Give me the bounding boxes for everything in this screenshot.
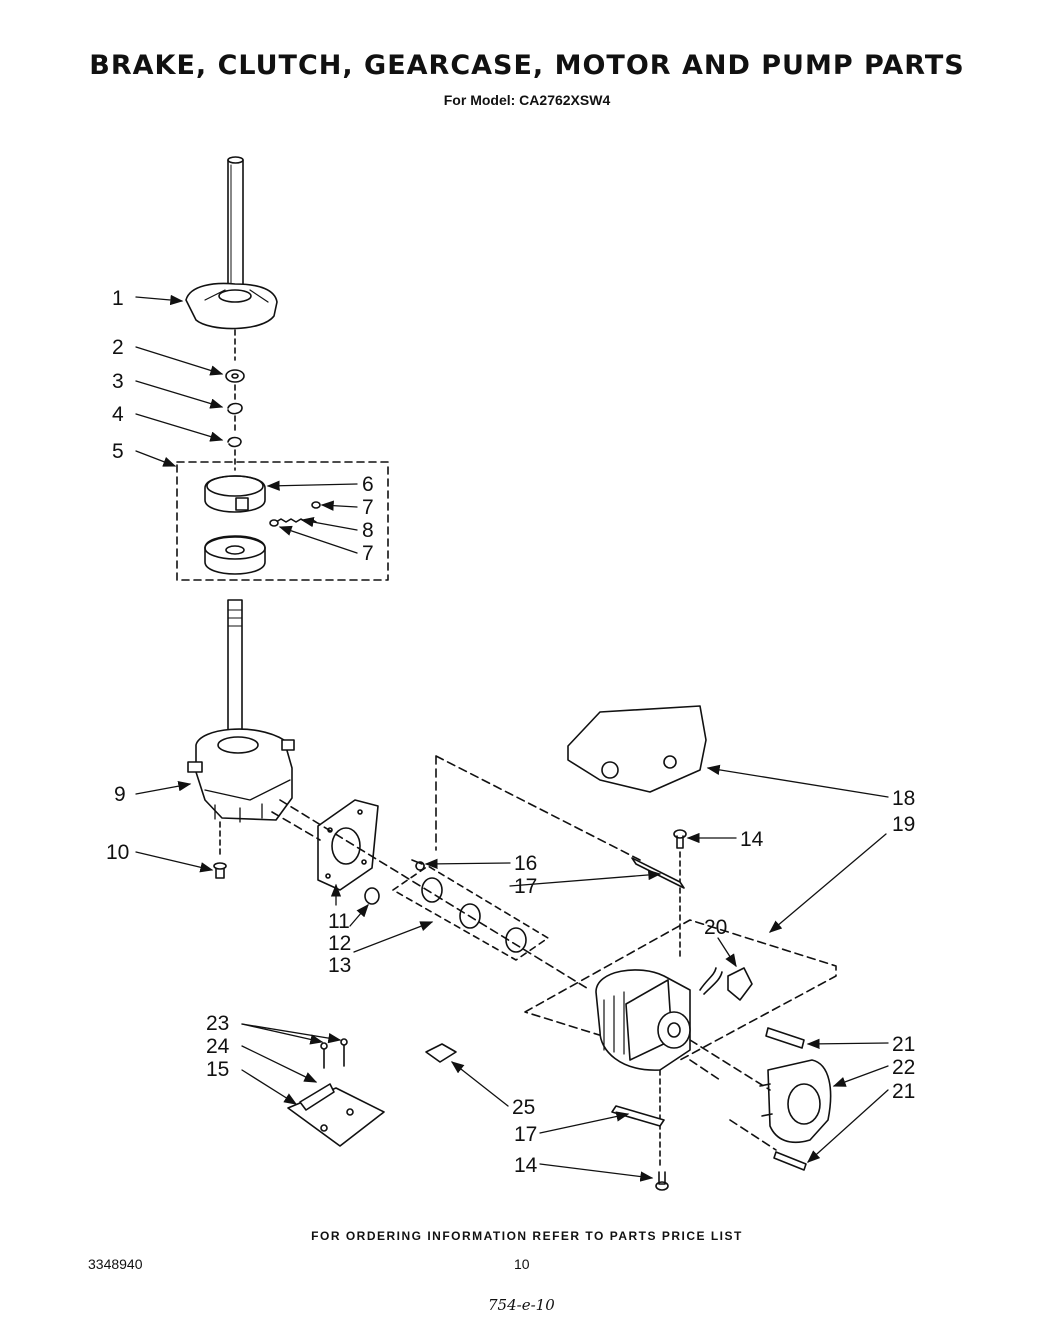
callout-22: 22 — [892, 1056, 915, 1079]
part-17-strap-top — [631, 857, 685, 889]
page-title: BRAKE, CLUTCH, GEARCASE, MOTOR AND PUMP … — [89, 50, 965, 81]
callout-25: 25 — [512, 1096, 535, 1119]
callout-14b: 14 — [514, 1154, 538, 1177]
part-21-clip-bottom — [773, 1151, 807, 1171]
callout-3: 3 — [112, 370, 124, 393]
part-4-clip — [227, 436, 242, 448]
part-1-brake-housing — [185, 282, 278, 361]
part-17-strap-bottom — [611, 1105, 665, 1127]
callout-19: 19 — [892, 813, 915, 836]
callout-12: 12 — [328, 932, 351, 955]
part-25-block — [425, 1043, 457, 1063]
callout-21b: 21 — [892, 1080, 915, 1103]
document-number: 3348940 — [88, 1256, 143, 1272]
part-20-switch — [727, 967, 753, 1001]
callout-6: 6 — [362, 473, 374, 496]
callout-4: 4 — [112, 403, 124, 426]
callout-14a: 14 — [740, 828, 764, 851]
callout-13: 13 — [328, 954, 351, 977]
part-6-brake-band — [204, 475, 266, 513]
callout-23: 23 — [206, 1012, 229, 1035]
callout-17b: 17 — [514, 1123, 537, 1146]
part-3-retainer — [227, 402, 243, 415]
callout-1: 1 — [112, 287, 124, 310]
callout-9: 9 — [114, 783, 126, 806]
part-9-gearcase — [187, 728, 295, 857]
part-19-motor — [595, 967, 723, 1071]
part-21-clip-top — [765, 1027, 805, 1049]
callout-21a: 21 — [892, 1033, 915, 1056]
part-16-screw — [411, 859, 425, 871]
part-2-washer — [225, 369, 245, 383]
handwritten-note: 754-e-10 — [488, 1296, 555, 1314]
callout-7a: 7 — [362, 496, 374, 519]
callout-17a: 17 — [514, 875, 537, 898]
part-18-shield — [567, 705, 707, 793]
callout-2: 2 — [112, 336, 124, 359]
callout-11: 11 — [328, 910, 350, 933]
clutch-drum — [204, 535, 266, 575]
part-15-bracket — [287, 1083, 385, 1147]
part-19-motor-box — [524, 919, 837, 1061]
part-23-screws — [320, 1038, 348, 1069]
shaft-lower — [227, 599, 243, 741]
callout-18: 18 — [892, 787, 915, 810]
page-number: 10 — [514, 1256, 530, 1272]
part-12-bushing — [364, 887, 380, 905]
callout-20: 20 — [704, 916, 727, 939]
callout-8: 8 — [362, 519, 374, 542]
part-10-screw — [213, 862, 227, 879]
part-14-screw-top — [673, 829, 687, 849]
model-subtitle: For Model: CA2762XSW4 — [443, 92, 611, 108]
callout-10: 10 — [106, 841, 129, 864]
callout-15: 15 — [206, 1058, 229, 1081]
callout-labels: 1 2 3 4 5 6 7 8 7 9 10 11 12 13 14 16 17… — [106, 287, 915, 1177]
part-5-clutch-assembly-box — [176, 461, 389, 581]
part-22-pump — [759, 1059, 832, 1144]
callout-5: 5 — [112, 440, 124, 463]
part-11-mounting-plate — [317, 799, 379, 891]
callout-16: 16 — [514, 852, 537, 875]
callout-24: 24 — [206, 1035, 230, 1058]
part-13-coupling-box — [392, 865, 549, 961]
part-14-screw-bottom — [655, 1171, 669, 1191]
leader-lines — [135, 294, 889, 1182]
shaft-top — [227, 156, 244, 296]
callout-7b: 7 — [362, 542, 374, 565]
ordering-note: FOR ORDERING INFORMATION REFER TO PARTS … — [311, 1229, 743, 1243]
